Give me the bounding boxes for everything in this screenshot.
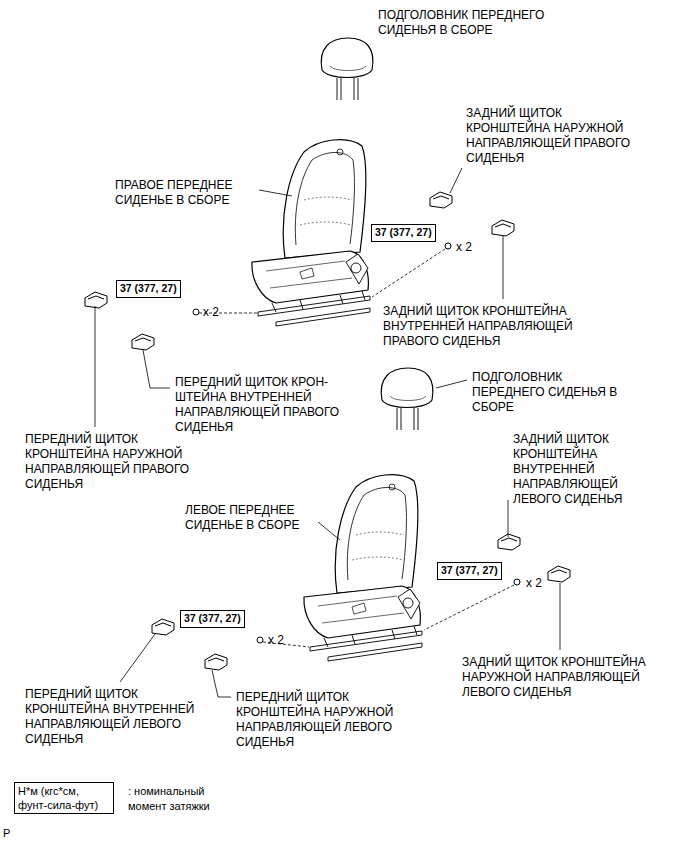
right-headrest bbox=[321, 38, 373, 100]
part-label: ЛЕВОЕ ПЕРЕДНЕЕ СИДЕНЬЕ В СБОРЕ bbox=[185, 503, 315, 533]
part-label: ЗАДНИЙ ЩИТОК КРОНШТЕЙНА НАРУЖНОЙ НАПРАВЛ… bbox=[462, 655, 647, 700]
legend-note: : номинальный момент затяжки bbox=[128, 784, 233, 814]
torque-box: 37 (377, 27) bbox=[180, 610, 245, 628]
figure-code: P bbox=[3, 826, 10, 841]
part-label: ПРАВОЕ ПЕРЕДНЕЕ СИДЕНЬЕ В СБОРЕ bbox=[115, 178, 255, 208]
shield-part bbox=[152, 619, 174, 635]
torque-box: 37 (377, 27) bbox=[371, 224, 436, 242]
quantity-label: x 2 bbox=[268, 633, 284, 648]
torque-box-text: 37 (377, 27) bbox=[375, 226, 432, 240]
leader-lines bbox=[95, 168, 560, 697]
right-seat bbox=[252, 140, 370, 326]
part-label: ЗАДНИЙ ЩИТОК КРОНШТЕЙНА НАРУЖНОЙ НАПРАВЛ… bbox=[466, 106, 644, 166]
part-label: ПЕРЕДНИЙ ЩИТОК КРОН-ШТЕЙНА ВНУТРЕННЕЙ НА… bbox=[175, 375, 365, 435]
shield-part bbox=[430, 192, 452, 208]
part-label: ПЕРЕДНИЙ ЩИТОК КРОНШТЕЙНА НАРУЖНОЙ НАПРА… bbox=[25, 432, 190, 492]
left-headrest bbox=[381, 368, 433, 430]
torque-box: 37 (377, 27) bbox=[437, 562, 502, 580]
part-label: ПОДГОЛОВНИК ПЕРЕДНЕГО СИДЕНЬЯ В СБОРЕ bbox=[472, 370, 632, 415]
bolt-symbols bbox=[193, 243, 520, 643]
torque-box: 37 (377, 27) bbox=[116, 280, 181, 298]
shield-part bbox=[498, 534, 520, 550]
part-label: ЗАДНИЙ ЩИТОК КРОНШТЕЙНА ВНУТРЕННЕЙ НАПРА… bbox=[383, 304, 588, 349]
left-seat bbox=[304, 475, 422, 661]
quantity-label: x 2 bbox=[526, 576, 542, 591]
torque-box-text: 37 (377, 27) bbox=[184, 612, 241, 626]
torque-box-text: 37 (377, 27) bbox=[120, 282, 177, 296]
shield-part bbox=[492, 220, 514, 236]
legend-box-text: Н*м (кгс*см, фунт-сила-фут) bbox=[18, 784, 110, 812]
part-label: ПОДГОЛОВНИК ПЕРЕДНЕГО СИДЕНЬЯ В СБОРЕ bbox=[378, 8, 578, 38]
shield-part bbox=[85, 292, 107, 308]
shield-part bbox=[132, 334, 154, 350]
quantity-label: x 2 bbox=[456, 240, 472, 255]
legend-box: Н*м (кгс*см, фунт-сила-фут) bbox=[14, 782, 114, 814]
part-label: ПЕРЕДНИЙ ЩИТОК КРОНШТЕЙНА ВНУТРЕННЕЙ НАП… bbox=[25, 687, 200, 747]
part-label: ЗАДНИЙ ЩИТОК КРОНШТЕЙНА ВНУТРЕННЕЙ НАПРА… bbox=[513, 432, 641, 507]
part-label: ПЕРЕДНИЙ ЩИТОК КРОНШТЕЙНА НАРУЖНОЙ НАПРА… bbox=[236, 690, 426, 750]
shield-part bbox=[548, 566, 570, 582]
quantity-label: x 2 bbox=[203, 305, 219, 320]
torque-box-text: 37 (377, 27) bbox=[441, 564, 498, 578]
shield-part bbox=[205, 654, 227, 670]
